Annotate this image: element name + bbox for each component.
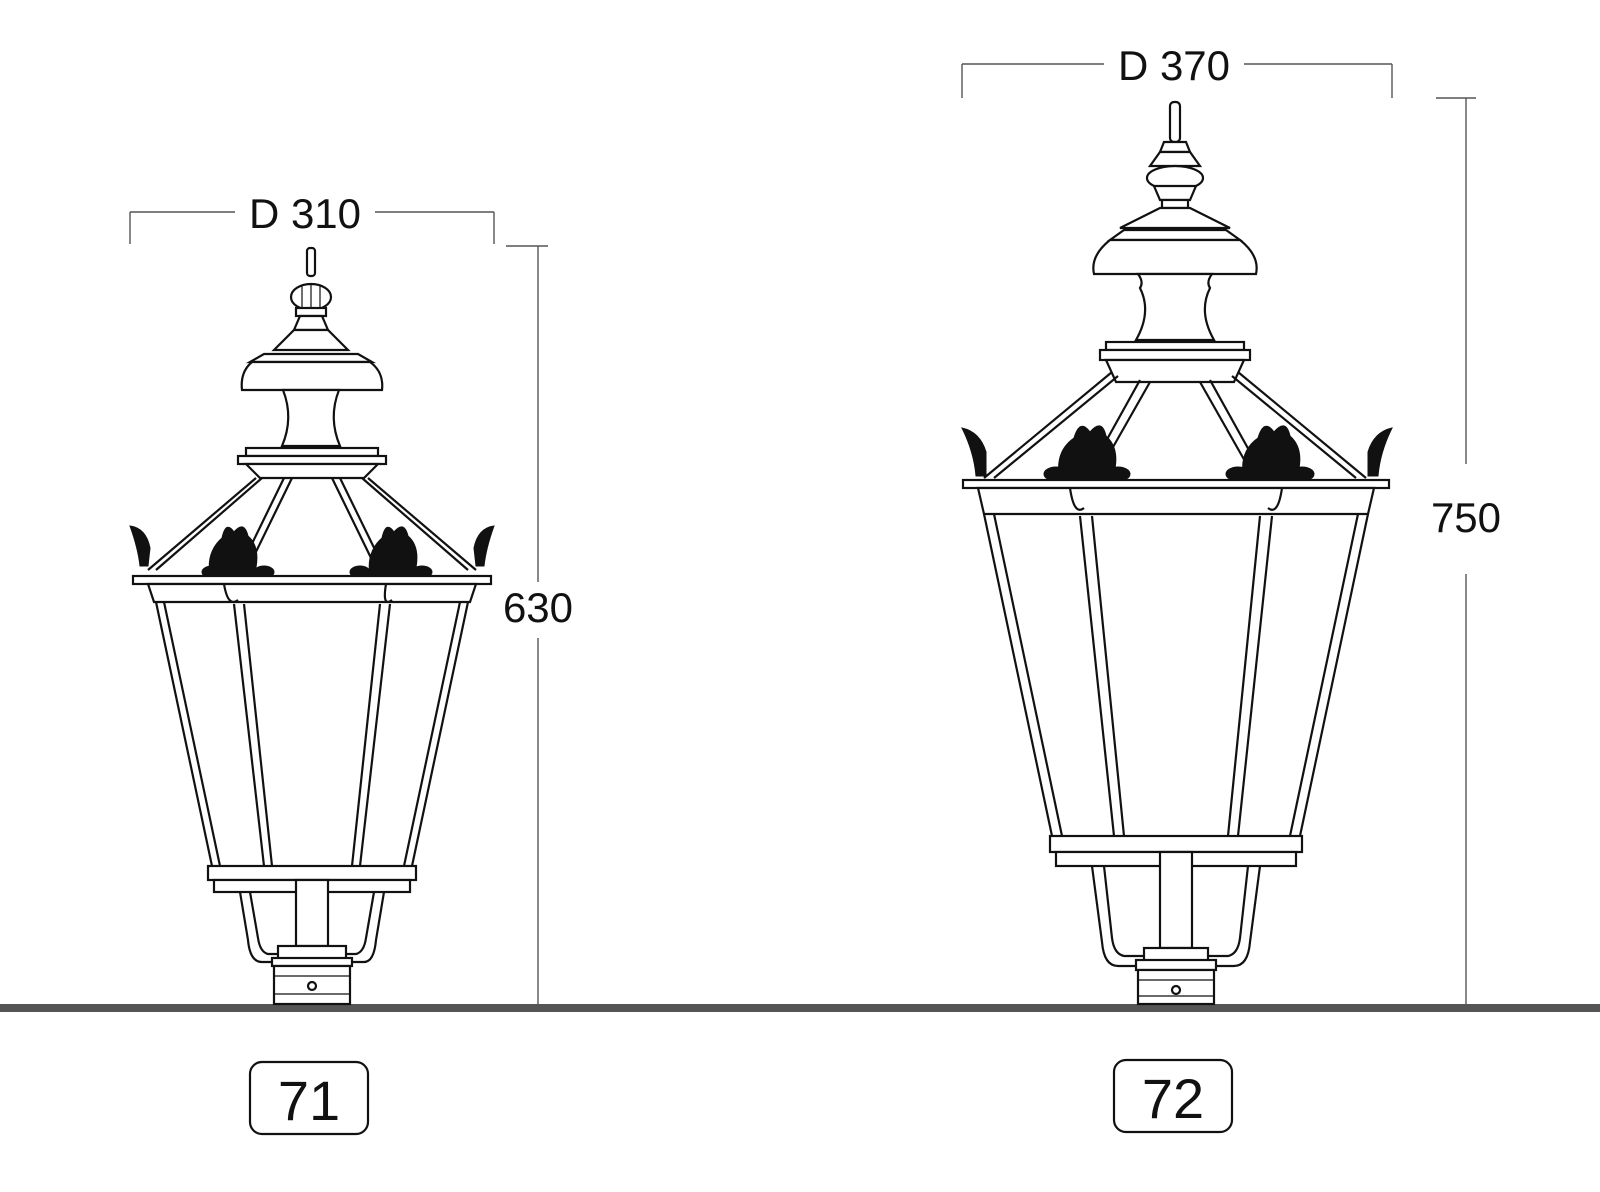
model-badge-71: 71 xyxy=(248,1060,370,1136)
glass-body-71 xyxy=(154,601,470,867)
diameter-label-72: D 370 xyxy=(1118,42,1230,89)
model-label-71: 71 xyxy=(278,1069,340,1132)
base-72 xyxy=(1048,834,1304,1006)
finial-71 xyxy=(271,246,351,352)
lantern-71: D 310 630 xyxy=(129,190,573,1136)
height-dimension-72: 750 xyxy=(1431,97,1501,1004)
height-label-72: 750 xyxy=(1431,494,1501,541)
ring-71 xyxy=(131,574,493,604)
height-dimension-71: 630 xyxy=(503,245,573,1004)
model-badge-72: 72 xyxy=(1112,1058,1234,1134)
height-label-71: 630 xyxy=(503,584,573,631)
model-label-72: 72 xyxy=(1142,1067,1204,1130)
lantern-72: D 370 750 xyxy=(961,42,1501,1134)
roof-ornaments-71 xyxy=(129,525,495,579)
roof-frame-72 xyxy=(983,371,1367,479)
top-cap-71 xyxy=(236,352,388,480)
diameter-dimension-71: D 310 xyxy=(129,190,495,244)
roof-frame-71 xyxy=(147,477,477,571)
base-71 xyxy=(206,864,418,1006)
top-cap-72 xyxy=(1092,228,1258,384)
diameter-dimension-72: D 370 xyxy=(961,42,1393,98)
ground-line xyxy=(0,1004,1600,1012)
finial-72 xyxy=(1119,100,1231,230)
roof-ornaments-72 xyxy=(961,425,1393,482)
diameter-label-71: D 310 xyxy=(249,190,361,237)
glass-body-72 xyxy=(982,513,1370,837)
ring-72 xyxy=(961,478,1391,516)
